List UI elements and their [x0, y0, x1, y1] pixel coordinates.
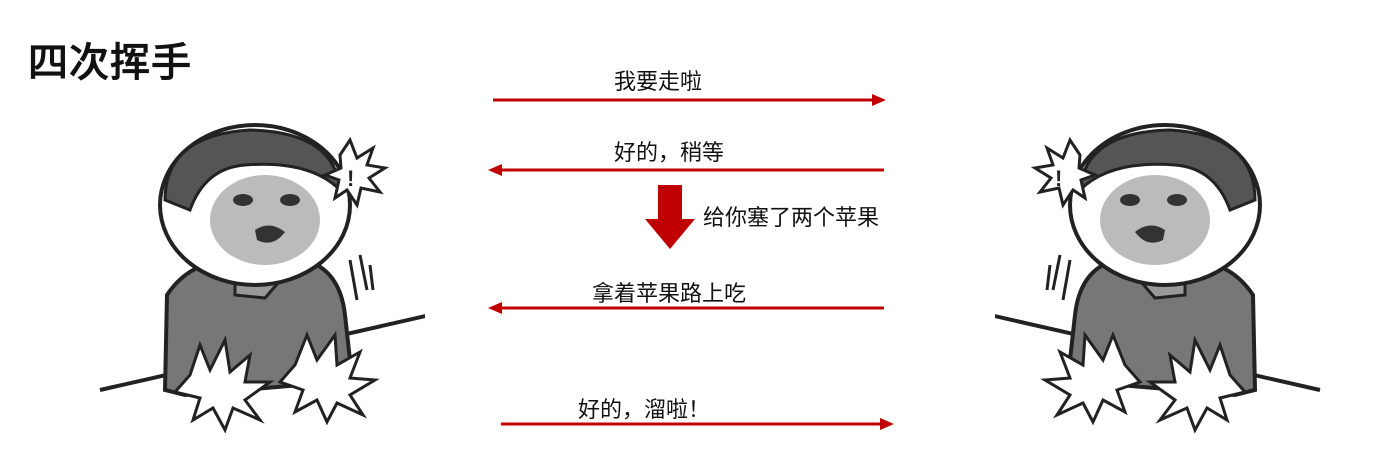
left-cartoon-figure: !	[95, 120, 431, 440]
message-label-2: 好的，稍等	[614, 141, 725, 166]
arrow-right-4	[501, 418, 894, 430]
svg-text:!: !	[347, 166, 354, 191]
message-label-4: 好的，溜啦！	[578, 398, 711, 423]
arrow-left-2	[488, 164, 884, 176]
page-title: 四次挥手	[28, 40, 192, 86]
message-label-3: 拿着苹果路上吃	[592, 282, 747, 307]
svg-text:!: !	[1055, 166, 1062, 191]
surprised-cartoon-man-icon: !	[989, 123, 1321, 434]
right-cartoon-figure: !	[989, 120, 1325, 440]
message-label-1: 我要走啦	[614, 70, 703, 95]
down-arrow-icon	[645, 185, 695, 249]
apple-note-label: 给你塞了两个苹果	[703, 206, 880, 231]
arrow-left-3	[488, 302, 884, 314]
arrow-right-1	[493, 94, 886, 106]
surprised-cartoon-man-icon: !	[99, 123, 431, 434]
